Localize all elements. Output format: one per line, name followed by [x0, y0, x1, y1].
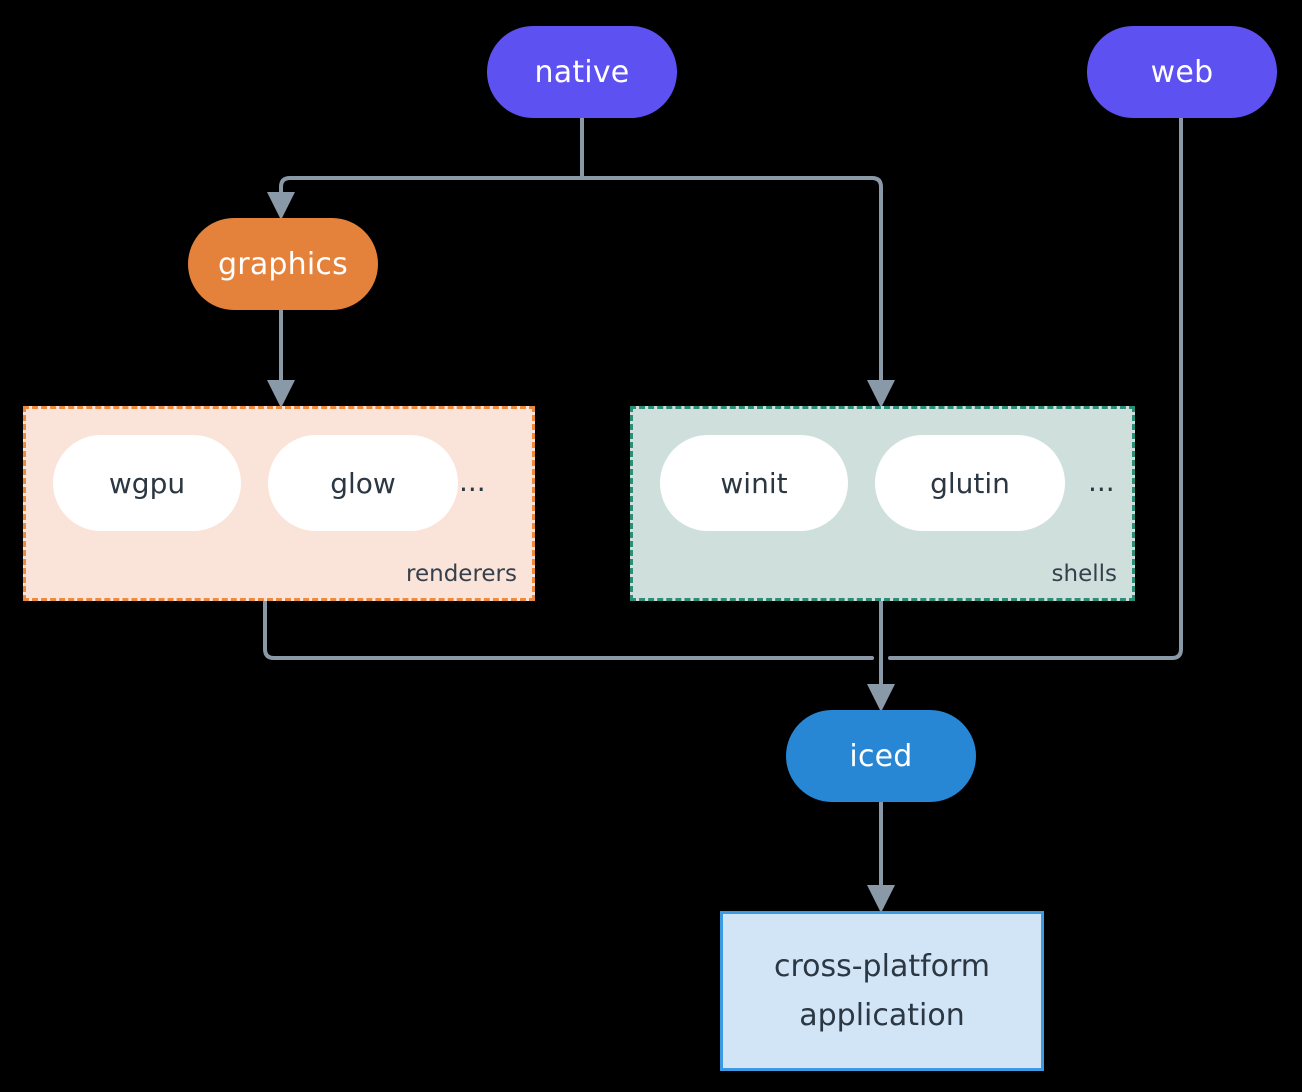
application-label-line2: application: [799, 998, 965, 1033]
chip-winit[interactable]: winit: [660, 435, 848, 531]
group-shells-label: shells: [1051, 561, 1117, 587]
node-graphics-label: graphics: [218, 246, 348, 282]
node-native[interactable]: native: [487, 26, 677, 118]
chip-glutin-label: glutin: [930, 466, 1010, 500]
edge-renderers-to-iced: [263, 599, 874, 660]
chip-wgpu-label: wgpu: [108, 466, 186, 500]
node-iced-label: iced: [849, 738, 913, 774]
chip-winit-label: winit: [720, 466, 788, 500]
group-shells: winit glutin shells: [630, 406, 1135, 601]
chip-glow[interactable]: glow: [268, 435, 458, 531]
group-renderers: wgpu glow renderers: [23, 406, 535, 601]
chip-glow-label: glow: [330, 466, 396, 500]
node-graphics[interactable]: graphics: [188, 218, 378, 310]
application-label-line1: cross-platform: [773, 948, 991, 984]
chip-wgpu[interactable]: wgpu: [53, 435, 241, 531]
chip-glutin[interactable]: glutin: [875, 435, 1065, 531]
node-web-label: web: [1150, 54, 1214, 90]
node-native-label: native: [534, 54, 630, 90]
edge-native-to-graphics: [267, 176, 584, 220]
group-renderers-label: renderers: [406, 561, 517, 587]
node-iced[interactable]: iced: [786, 710, 976, 802]
shells-more-ellipsis: ...: [1088, 465, 1115, 498]
node-cross-platform-application[interactable]: cross-platform application: [720, 911, 1044, 1071]
renderers-more-ellipsis: ...: [459, 465, 486, 498]
node-web[interactable]: web: [1087, 26, 1277, 118]
edge-native-to-shells: [580, 176, 895, 408]
